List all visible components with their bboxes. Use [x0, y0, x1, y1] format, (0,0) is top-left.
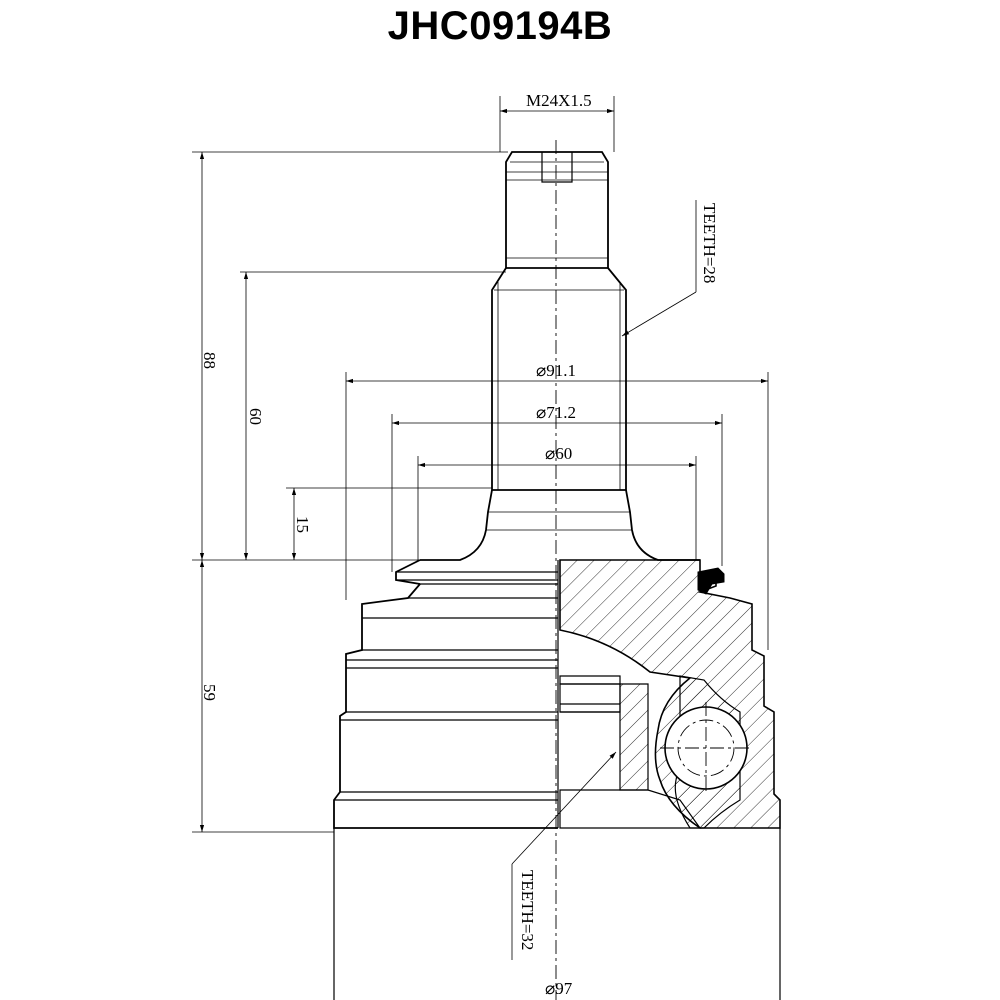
housing-section	[559, 559, 781, 829]
dia-60-label: ⌀60	[545, 444, 572, 463]
housing-left	[333, 583, 558, 829]
dim-thread	[499, 96, 615, 152]
len-88-label: 88	[200, 352, 219, 369]
dia-71-label: ⌀71.2	[536, 403, 576, 422]
len-60-label: 60	[246, 408, 265, 425]
len-15-label: 15	[293, 516, 312, 533]
len-59-label: 59	[200, 684, 219, 701]
dim-len-15	[286, 487, 492, 560]
dim-dia-91	[345, 372, 769, 650]
dim-len-59	[192, 560, 334, 833]
dim-dia-71	[391, 414, 723, 572]
dim-len-88	[192, 151, 508, 561]
dia-91-label: ⌀91.1	[536, 361, 576, 380]
stub-shaft	[333, 828, 781, 1000]
dim-len-60	[240, 271, 506, 560]
part-number-title: JHC09194B	[387, 4, 613, 48]
teeth-28-label: TEETH=28	[700, 203, 719, 283]
splined-shaft	[491, 267, 627, 491]
teeth-32-label: TEETH=32	[518, 870, 537, 950]
thread-label: M24X1.5	[526, 91, 592, 110]
threaded-end	[505, 151, 609, 269]
dia-97-label: ⌀97	[545, 979, 573, 998]
leader-teeth-28	[621, 200, 697, 337]
leader-teeth-32	[511, 751, 617, 960]
dim-dia-60	[417, 456, 697, 560]
